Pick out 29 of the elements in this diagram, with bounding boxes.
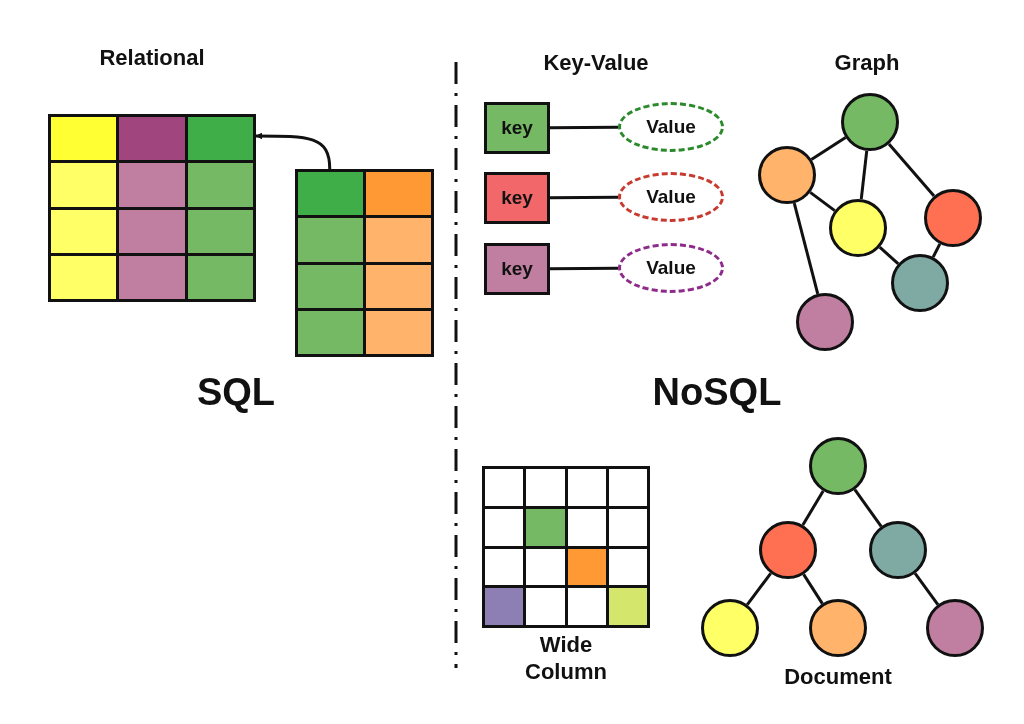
value-ellipse: Value bbox=[618, 172, 724, 222]
connector-line bbox=[802, 573, 824, 605]
connector-line bbox=[931, 243, 942, 258]
connector-line bbox=[913, 572, 940, 606]
section-title: Key-Value bbox=[543, 50, 649, 76]
connector-line bbox=[878, 246, 900, 265]
section-title: SQL bbox=[196, 370, 276, 414]
connector-line bbox=[550, 125, 619, 130]
connector-line bbox=[859, 150, 869, 200]
connector-line bbox=[550, 195, 619, 200]
key-box: key bbox=[484, 243, 550, 295]
section-title: Document bbox=[784, 664, 892, 690]
section-title: NoSQL bbox=[652, 370, 782, 414]
connector-line bbox=[853, 488, 883, 528]
connector-line bbox=[887, 142, 936, 198]
connector-line bbox=[550, 266, 619, 271]
section-title: Graph bbox=[834, 50, 900, 76]
connector-line bbox=[810, 136, 847, 161]
table-heading: Relational bbox=[99, 44, 205, 71]
connector-line bbox=[792, 202, 820, 295]
value-ellipse: Value bbox=[618, 102, 724, 152]
connector-line bbox=[809, 191, 836, 212]
connector-line bbox=[746, 572, 772, 606]
connector-line bbox=[801, 490, 825, 526]
value-ellipse: Value bbox=[618, 243, 724, 293]
key-box: key bbox=[484, 102, 550, 154]
arrow bbox=[255, 132, 332, 170]
table-heading: Wide Column bbox=[524, 631, 608, 685]
key-box: key bbox=[484, 172, 550, 224]
